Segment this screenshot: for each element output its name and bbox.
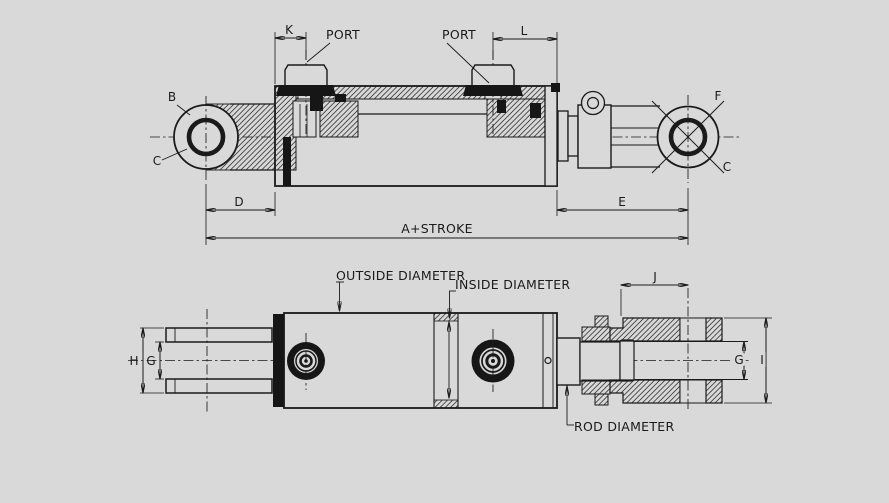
dim-a-stroke: A+STROKE xyxy=(206,221,688,238)
label-f: F xyxy=(715,89,722,103)
rod-clevis-bracket xyxy=(577,104,612,169)
label-c-left: C xyxy=(153,154,161,168)
rod-nut xyxy=(619,339,635,382)
piston xyxy=(319,100,359,138)
dim-g-right: G xyxy=(731,342,747,380)
label-inside-diameter: INSIDE DIAMETER xyxy=(455,277,570,292)
dim-l: L xyxy=(492,24,558,84)
dim-label-g-right: G xyxy=(734,353,743,367)
dim-label-i: I xyxy=(760,353,764,367)
dim-label-a-stroke: A+STROKE xyxy=(401,221,473,236)
end-cap-band xyxy=(273,314,284,407)
front-view: H G xyxy=(128,268,772,434)
dim-k: K xyxy=(274,23,307,84)
dim-label-d: D xyxy=(234,195,243,209)
label-outside-diameter: OUTSIDE DIAMETER xyxy=(336,268,465,283)
dim-j: J xyxy=(620,270,688,316)
rod-clevis-front xyxy=(556,288,748,412)
port-boss-right xyxy=(463,50,523,135)
label-c-right: C xyxy=(723,160,731,174)
dim-label-h: H xyxy=(129,354,138,368)
dim-h: H xyxy=(129,327,164,394)
port-boss-front-right xyxy=(471,329,515,392)
b-leader-line xyxy=(176,104,191,116)
dim-i: I xyxy=(724,317,772,404)
cylinder-barrel-section xyxy=(274,83,560,187)
head-plate xyxy=(544,85,558,187)
rod xyxy=(579,341,621,382)
grease-zerk xyxy=(544,356,552,365)
left-mount-eye xyxy=(173,96,276,182)
label-b: B xyxy=(168,90,176,104)
label-port-right: PORT xyxy=(442,27,476,42)
dim-label-e: E xyxy=(618,195,626,209)
dim-label-j: J xyxy=(652,270,657,284)
dim-g-left: G xyxy=(146,341,164,380)
rod-end-assembly xyxy=(557,90,725,183)
c-left-leader-line xyxy=(161,148,188,161)
left-clevis xyxy=(165,309,273,412)
port-boss-front-left xyxy=(287,333,325,390)
port-boss-left xyxy=(276,50,336,135)
dim-label-k: K xyxy=(285,23,294,37)
dim-e: E xyxy=(556,188,689,245)
port-right-leader-line xyxy=(446,42,490,84)
label-rod-diameter: ROD DIAMETER xyxy=(574,419,675,434)
dim-d: D xyxy=(205,184,276,245)
label-port-left: PORT xyxy=(326,27,360,42)
dim-label-l: L xyxy=(521,24,528,38)
cylinder-body-front xyxy=(273,312,558,409)
side-section-view: B C F C PORT PORT K L D xyxy=(150,23,742,245)
dim-label-g-left: G xyxy=(146,354,155,368)
port-left-leader-line xyxy=(306,42,331,63)
weld-band xyxy=(283,137,291,186)
